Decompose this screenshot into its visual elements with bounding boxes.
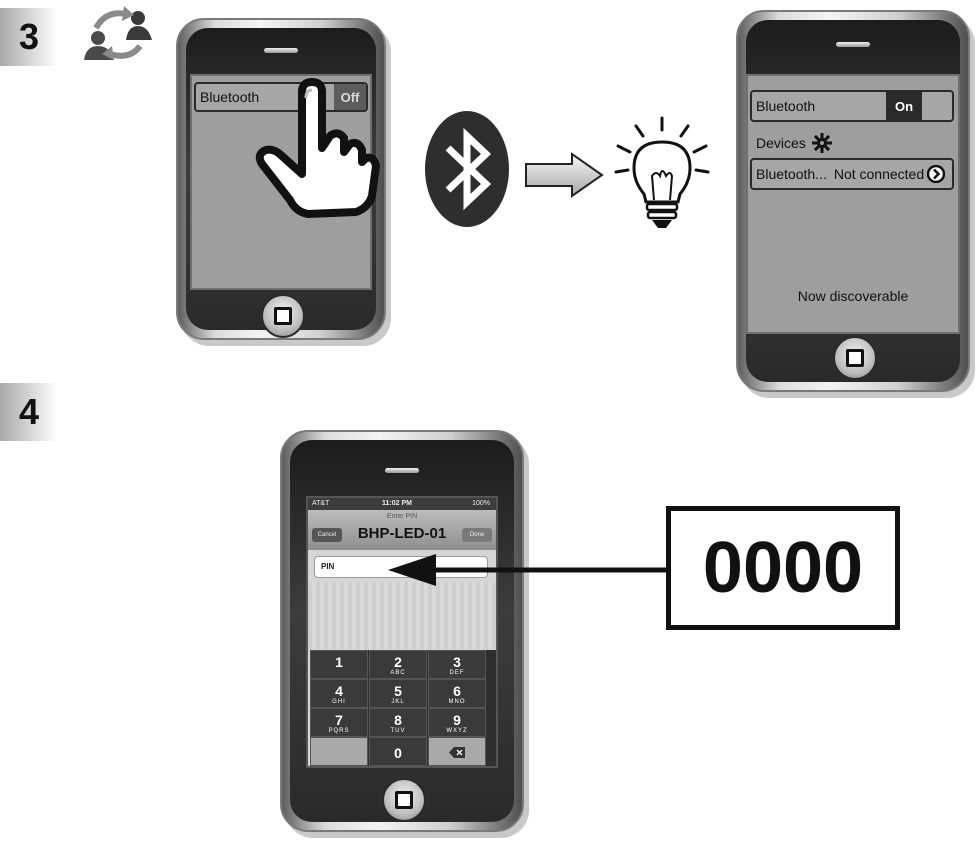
done-button[interactable]: Done xyxy=(462,528,492,542)
status-bar: AT&T 11:02 PM 100% xyxy=(308,498,496,510)
backspace-icon xyxy=(449,747,465,758)
home-button[interactable] xyxy=(382,778,426,822)
chevron-right-icon[interactable] xyxy=(927,165,946,183)
phone-enter-pin: AT&T 11:02 PM 100% Enter PIN Cancel BHP-… xyxy=(280,430,524,832)
bluetooth-setting-row[interactable]: Bluetooth Off xyxy=(194,82,368,112)
bluetooth-setting-row[interactable]: Bluetooth On xyxy=(750,90,954,122)
light-bulb-icon xyxy=(614,116,710,228)
pin-code: 0000 xyxy=(702,528,864,608)
step-3-badge: 3 xyxy=(0,8,58,66)
step-4-badge: 4 xyxy=(0,383,58,441)
device-title: BHP-LED-01 xyxy=(357,525,447,542)
devices-label: Devices xyxy=(756,135,806,151)
clock-label: 11:02 PM xyxy=(382,500,412,507)
home-button[interactable] xyxy=(261,294,305,338)
bluetooth-label: Bluetooth xyxy=(756,98,816,114)
right-arrow-icon xyxy=(525,152,604,198)
phone-screen: Bluetooth On Devices Bluetooth... Not co… xyxy=(746,74,960,334)
device-status: Not connected xyxy=(833,166,925,182)
bluetooth-icon xyxy=(425,111,509,227)
carrier-label: AT&T xyxy=(312,500,330,507)
key-blank xyxy=(310,737,368,766)
key-backspace[interactable] xyxy=(428,737,486,766)
pointing-hand-icon xyxy=(255,78,380,218)
people-sync-icon xyxy=(84,6,152,60)
enter-pin-prompt: Enter PIN xyxy=(386,513,418,520)
device-list-item[interactable]: Bluetooth... Not connected xyxy=(750,158,954,190)
key-0[interactable]: 0 xyxy=(369,737,427,766)
battery-label: 100% xyxy=(472,500,490,507)
pointer-arrow xyxy=(388,554,668,586)
phone-screen: AT&T 11:02 PM 100% Enter PIN Cancel BHP-… xyxy=(306,496,498,768)
home-button[interactable] xyxy=(833,336,877,380)
pin-code-box: 0000 xyxy=(666,506,900,630)
toggle-on-label: On xyxy=(886,92,922,120)
devices-header: Devices xyxy=(756,130,832,156)
cancel-button[interactable]: Cancel xyxy=(312,528,342,542)
pin-nav-bar: Enter PIN Cancel BHP-LED-01 Done xyxy=(308,510,496,550)
key-1[interactable]: 1 xyxy=(310,650,368,679)
bluetooth-toggle-on[interactable]: On xyxy=(886,92,952,120)
device-name: Bluetooth... xyxy=(756,166,827,182)
discoverable-text: Now discoverable xyxy=(797,288,909,304)
bluetooth-label: Bluetooth xyxy=(200,89,260,105)
gear-icon xyxy=(811,133,832,153)
phone-bluetooth-on: Bluetooth On Devices Bluetooth... Not co… xyxy=(736,10,970,392)
bluetooth-toggle-off[interactable]: Off xyxy=(334,84,366,110)
